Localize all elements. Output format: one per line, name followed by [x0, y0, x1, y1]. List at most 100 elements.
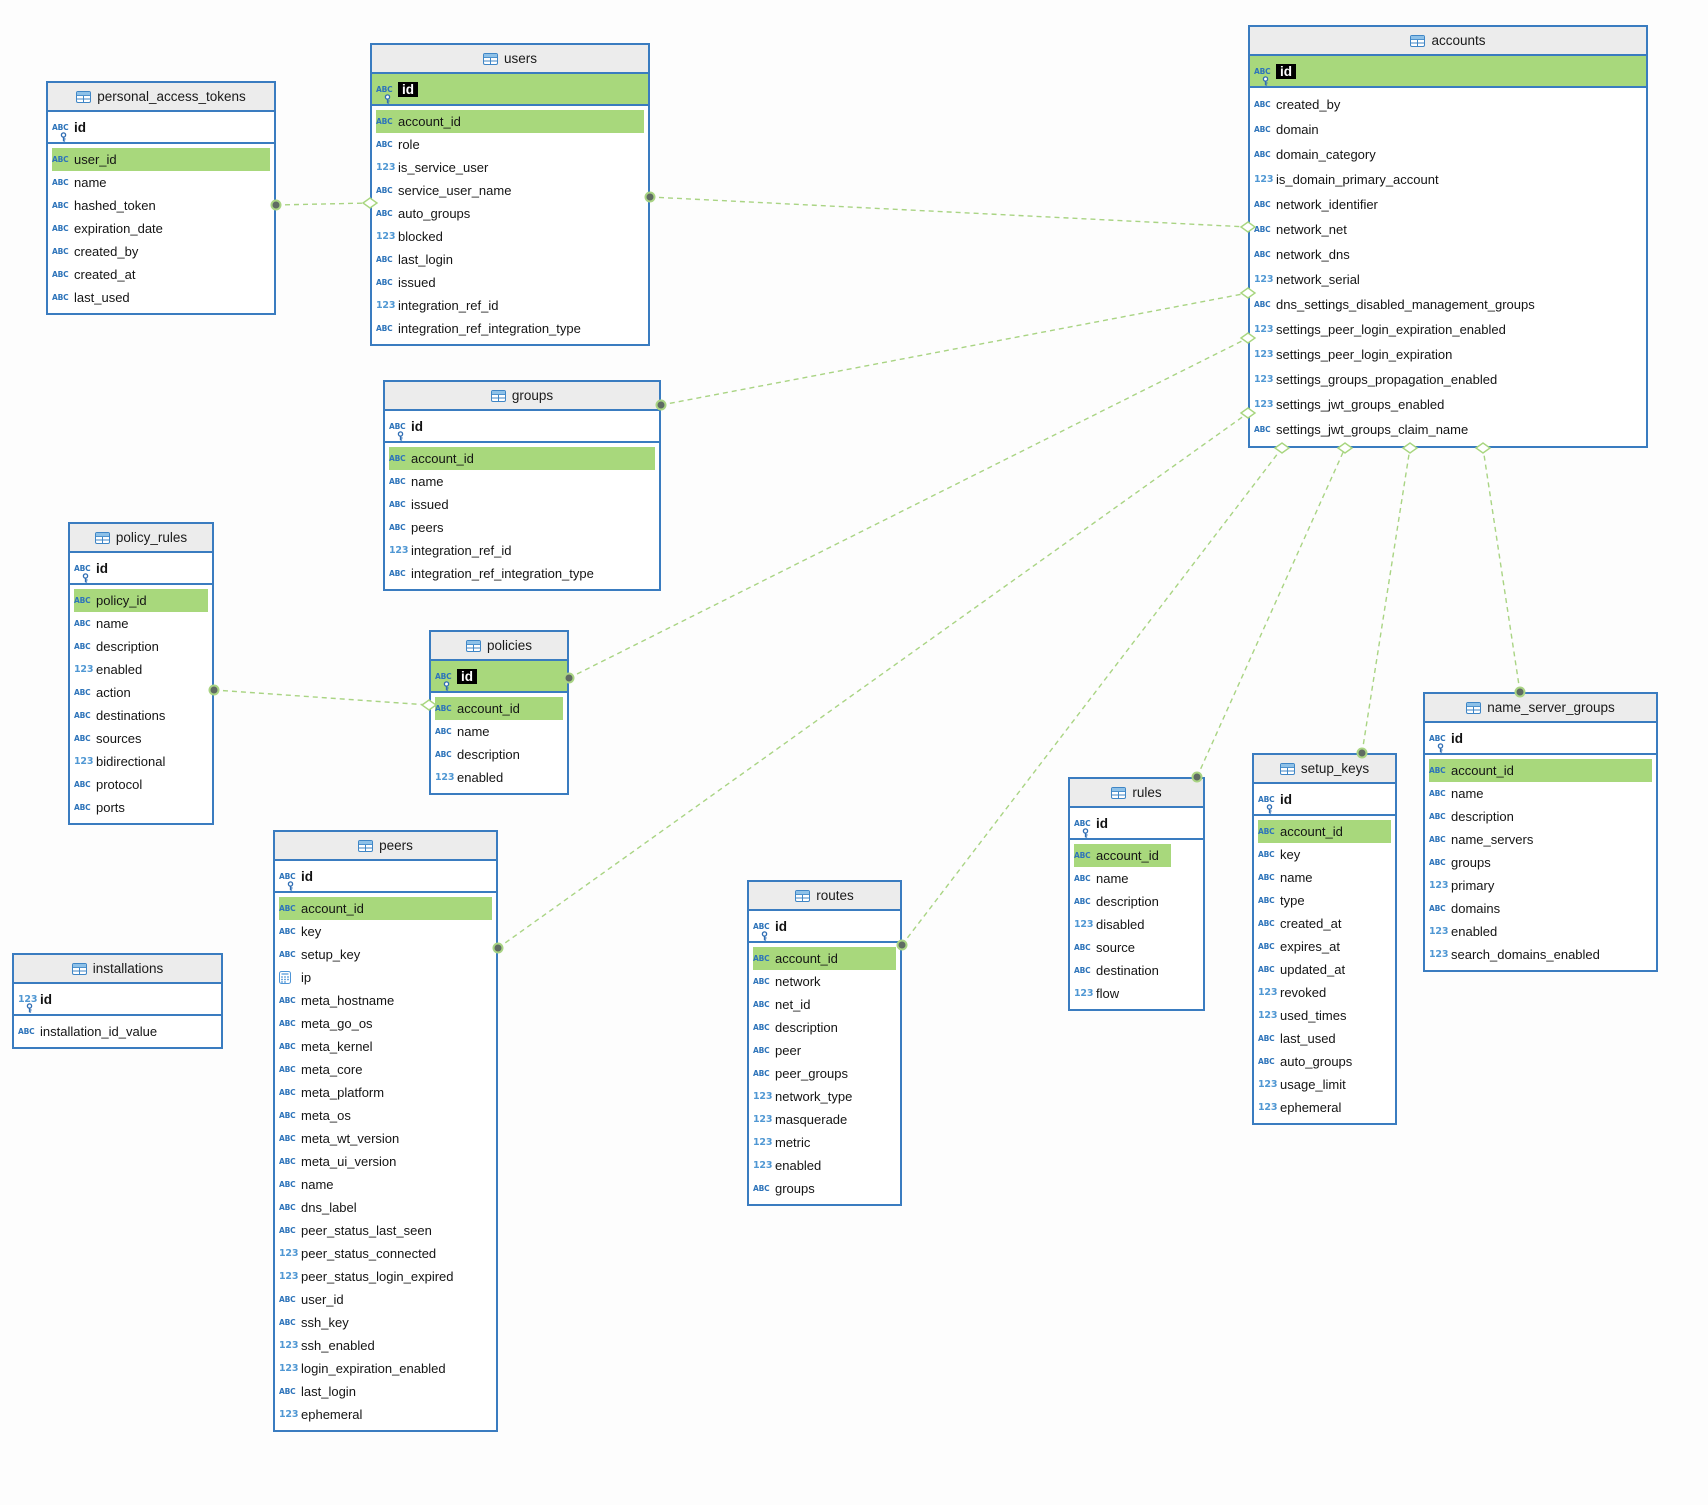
column-row-last_login[interactable]: ABC last_login: [372, 248, 648, 271]
table-header[interactable]: users: [372, 45, 648, 74]
column-row-settings_jwt_groups_enabled[interactable]: 123 settings_jwt_groups_enabled: [1250, 392, 1646, 417]
column-row-expires_at[interactable]: ABC expires_at: [1254, 935, 1395, 958]
primary-key-row[interactable]: ABC id: [1254, 784, 1395, 816]
column-row-peer[interactable]: ABC peer: [749, 1039, 900, 1062]
table-policies[interactable]: policies ABC id ABC account_id ABC name …: [429, 630, 569, 795]
column-row-description[interactable]: ABC description: [1070, 890, 1203, 913]
column-row-enabled[interactable]: 123 enabled: [70, 658, 212, 681]
column-row-integration_ref_id[interactable]: 123 integration_ref_id: [385, 539, 659, 562]
column-row-net_id[interactable]: ABC net_id: [749, 993, 900, 1016]
primary-key-row[interactable]: ABC id: [1250, 56, 1646, 88]
column-row-is_service_user[interactable]: 123 is_service_user: [372, 156, 648, 179]
column-row-account_id[interactable]: ABC account_id: [1254, 820, 1395, 843]
primary-key-row[interactable]: ABC id: [1070, 808, 1203, 840]
column-row-account_id[interactable]: ABC account_id: [431, 697, 567, 720]
column-row-last_used[interactable]: ABC last_used: [48, 286, 274, 309]
column-row-enabled[interactable]: 123 enabled: [749, 1154, 900, 1177]
primary-key-row[interactable]: ABC id: [1425, 723, 1656, 755]
table-policy_rules[interactable]: policy_rules ABC id ABC policy_id ABC na…: [68, 522, 214, 825]
column-row-network_dns[interactable]: ABC network_dns: [1250, 242, 1646, 267]
column-row-name[interactable]: ABC name: [1425, 782, 1656, 805]
column-row-ssh_key[interactable]: ABC ssh_key: [275, 1311, 496, 1334]
table-routes[interactable]: routes ABC id ABC account_id ABC network…: [747, 880, 902, 1206]
column-row-settings_peer_login_expiration[interactable]: 123 settings_peer_login_expiration: [1250, 342, 1646, 367]
column-row-ports[interactable]: ABC ports: [70, 796, 212, 819]
column-row-masquerade[interactable]: 123 masquerade: [749, 1108, 900, 1131]
column-row-dns_label[interactable]: ABC dns_label: [275, 1196, 496, 1219]
column-row-last_login[interactable]: ABC last_login: [275, 1380, 496, 1403]
column-row-name[interactable]: ABC name: [1254, 866, 1395, 889]
table-accounts[interactable]: accounts ABC id ABC created_by ABC domai…: [1248, 25, 1648, 448]
table-installations[interactable]: installations 123 id ABC installation_id…: [12, 953, 223, 1049]
column-row-service_user_name[interactable]: ABC service_user_name: [372, 179, 648, 202]
column-row-last_used[interactable]: ABC last_used: [1254, 1027, 1395, 1050]
column-row-created_by[interactable]: ABC created_by: [48, 240, 274, 263]
column-row-created_at[interactable]: ABC created_at: [1254, 912, 1395, 935]
relationship-users-to-accounts[interactable]: [644, 191, 1257, 233]
column-row-key[interactable]: ABC key: [275, 920, 496, 943]
column-row-integration_ref_integration_type[interactable]: ABC integration_ref_integration_type: [372, 317, 648, 340]
column-row-account_id[interactable]: ABC account_id: [385, 447, 659, 470]
column-row-peer_status_connected[interactable]: 123 peer_status_connected: [275, 1242, 496, 1265]
primary-key-row[interactable]: ABC id: [372, 74, 648, 106]
table-header[interactable]: personal_access_tokens: [48, 83, 274, 112]
column-row-network_type[interactable]: 123 network_type: [749, 1085, 900, 1108]
column-row-network[interactable]: ABC network: [749, 970, 900, 993]
column-row-auto_groups[interactable]: ABC auto_groups: [372, 202, 648, 225]
primary-key-row[interactable]: 123 id: [14, 984, 221, 1016]
column-row-network_net[interactable]: ABC network_net: [1250, 217, 1646, 242]
relationship-personal_access_tokens-to-users[interactable]: [270, 197, 379, 211]
column-row-bidirectional[interactable]: 123 bidirectional: [70, 750, 212, 773]
column-row-enabled[interactable]: 123 enabled: [431, 766, 567, 789]
column-row-is_domain_primary_account[interactable]: 123 is_domain_primary_account: [1250, 167, 1646, 192]
column-row-blocked[interactable]: 123 blocked: [372, 225, 648, 248]
table-groups[interactable]: groups ABC id ABC account_id ABC name AB…: [383, 380, 661, 591]
column-row-network_serial[interactable]: 123 network_serial: [1250, 267, 1646, 292]
column-row-meta_kernel[interactable]: ABC meta_kernel: [275, 1035, 496, 1058]
table-header[interactable]: installations: [14, 955, 221, 984]
column-row-peer_status_login_expired[interactable]: 123 peer_status_login_expired: [275, 1265, 496, 1288]
column-row-account_id[interactable]: ABC account_id: [1070, 844, 1203, 867]
relationship-setup_keys-to-accounts[interactable]: [1356, 442, 1419, 759]
column-row-name[interactable]: ABC name: [385, 470, 659, 493]
column-row-login_expiration_enabled[interactable]: 123 login_expiration_enabled: [275, 1357, 496, 1380]
column-row-domain_category[interactable]: ABC domain_category: [1250, 142, 1646, 167]
column-row-usage_limit[interactable]: 123 usage_limit: [1254, 1073, 1395, 1096]
relationship-rules-to-accounts[interactable]: [1191, 442, 1354, 783]
column-row-ephemeral[interactable]: 123 ephemeral: [1254, 1096, 1395, 1119]
primary-key-row[interactable]: ABC id: [70, 553, 212, 585]
column-row-primary[interactable]: 123 primary: [1425, 874, 1656, 897]
relationship-policies-to-accounts[interactable]: [563, 332, 1257, 684]
table-header[interactable]: rules: [1070, 779, 1203, 808]
column-row-domain[interactable]: ABC domain: [1250, 117, 1646, 142]
column-row-settings_jwt_groups_claim_name[interactable]: ABC settings_jwt_groups_claim_name: [1250, 417, 1646, 442]
primary-key-row[interactable]: ABC id: [48, 112, 274, 144]
column-row-auto_groups[interactable]: ABC auto_groups: [1254, 1050, 1395, 1073]
table-header[interactable]: policies: [431, 632, 567, 661]
column-row-flow[interactable]: 123 flow: [1070, 982, 1203, 1005]
column-row-peers[interactable]: ABC peers: [385, 516, 659, 539]
column-row-integration_ref_id[interactable]: 123 integration_ref_id: [372, 294, 648, 317]
primary-key-row[interactable]: ABC id: [275, 861, 496, 893]
table-rules[interactable]: rules ABC id ABC account_id ABC name ABC…: [1068, 777, 1205, 1011]
column-row-groups[interactable]: ABC groups: [749, 1177, 900, 1200]
column-row-user_id[interactable]: ABC user_id: [275, 1288, 496, 1311]
column-row-network_identifier[interactable]: ABC network_identifier: [1250, 192, 1646, 217]
column-row-description[interactable]: ABC description: [431, 743, 567, 766]
column-row-peer_groups[interactable]: ABC peer_groups: [749, 1062, 900, 1085]
column-row-used_times[interactable]: 123 used_times: [1254, 1004, 1395, 1027]
column-row-name[interactable]: ABC name: [70, 612, 212, 635]
column-row-settings_peer_login_expiration_enabled[interactable]: 123 settings_peer_login_expiration_enabl…: [1250, 317, 1646, 342]
table-name_server_groups[interactable]: name_server_groups ABC id ABC account_id…: [1423, 692, 1658, 972]
column-row-ip[interactable]: ip: [275, 966, 496, 989]
column-row-name_servers[interactable]: ABC name_servers: [1425, 828, 1656, 851]
table-peers[interactable]: peers ABC id ABC account_id ABC key ABC …: [273, 830, 498, 1432]
column-row-issued[interactable]: ABC issued: [385, 493, 659, 516]
column-row-role[interactable]: ABC role: [372, 133, 648, 156]
column-row-description[interactable]: ABC description: [749, 1016, 900, 1039]
column-row-meta_os[interactable]: ABC meta_os: [275, 1104, 496, 1127]
column-row-revoked[interactable]: 123 revoked: [1254, 981, 1395, 1004]
table-header[interactable]: name_server_groups: [1425, 694, 1656, 723]
table-header[interactable]: setup_keys: [1254, 755, 1395, 784]
primary-key-row[interactable]: ABC id: [431, 661, 567, 693]
